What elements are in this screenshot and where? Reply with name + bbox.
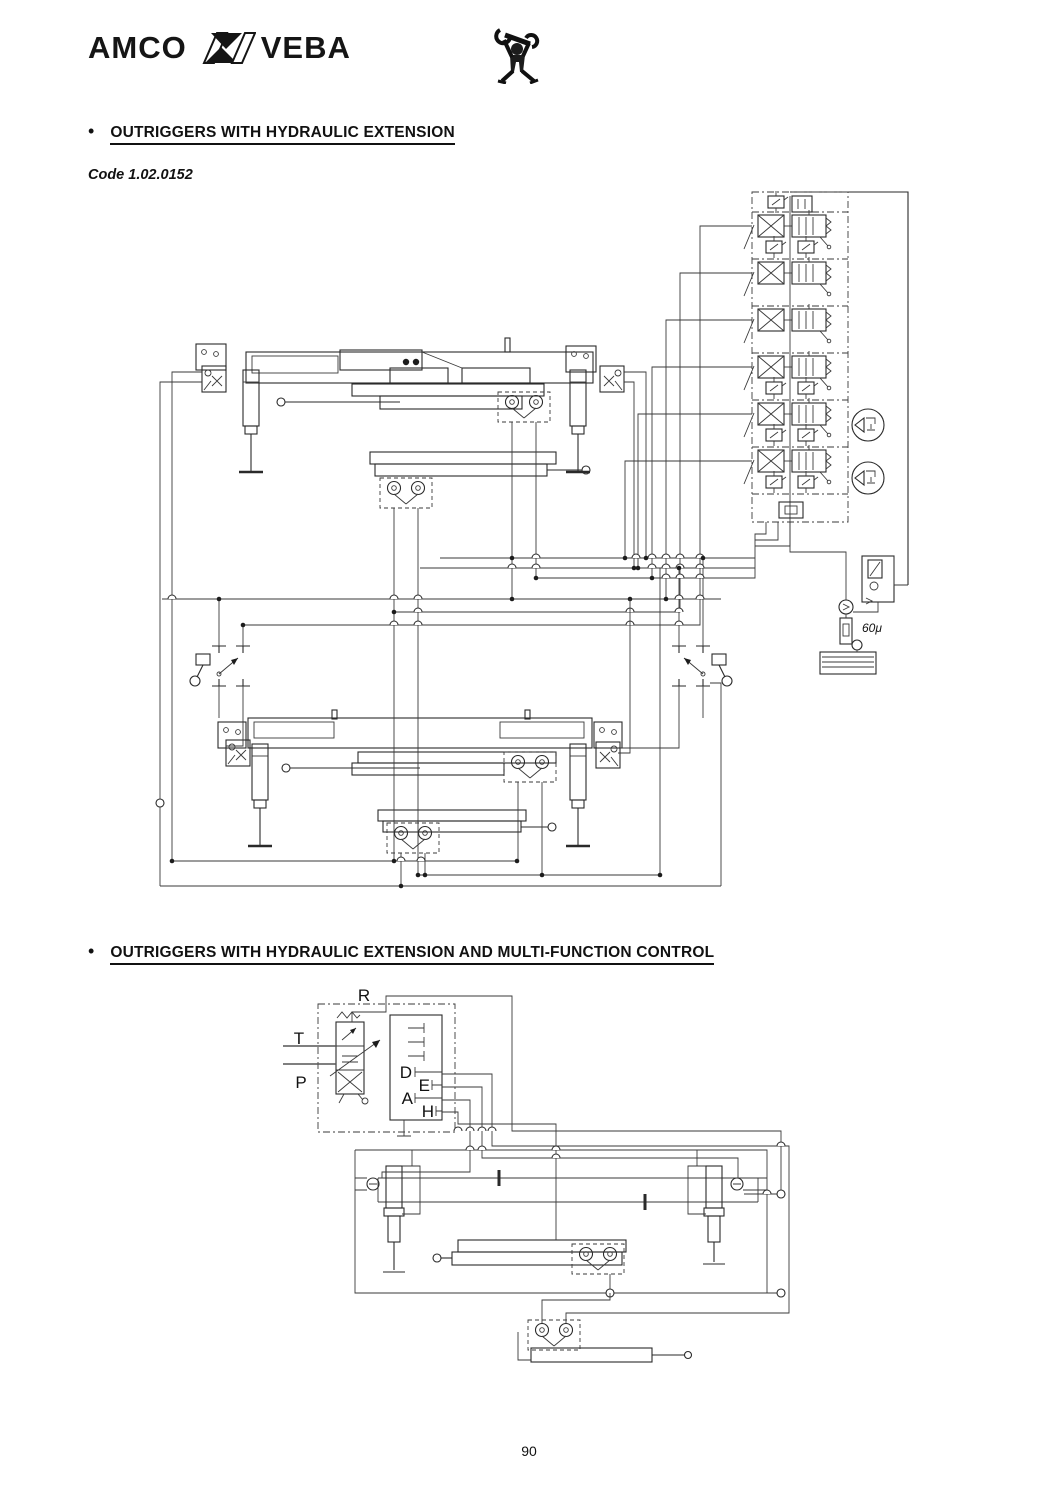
section1-heading: • OUTRIGGERS WITH HYDRAULIC EXTENSION (88, 122, 455, 145)
outrigger-circuit (354, 1149, 768, 1363)
relief-valve-icon (765, 423, 787, 447)
dual-check-valve-icon (386, 822, 440, 854)
junction-dots (169, 555, 706, 889)
mechanic-with-wrench-icon (494, 28, 540, 84)
relief-valve-icon (765, 376, 787, 400)
line-hops (167, 553, 705, 862)
multifunction-block (329, 1014, 443, 1137)
valve-section-icon (757, 303, 832, 344)
control-valve-bank (743, 190, 909, 585)
section1-code: Code 1.02.0152 (88, 167, 193, 183)
port-label-e: E (419, 1076, 430, 1095)
rotary-coupling-icon (851, 461, 885, 495)
dual-check-valve-icon (527, 1319, 581, 1351)
amco-veba-emblem-icon (202, 32, 256, 64)
valve-section-icon (757, 444, 832, 485)
relief-valve-icon (765, 235, 787, 259)
logo-text-amco: AMCO (88, 30, 187, 65)
filter-micron-label: 60μ (862, 621, 882, 635)
section2-title: OUTRIGGERS WITH HYDRAULIC EXTENSION AND … (110, 944, 715, 965)
rotary-coupling-icon (851, 408, 885, 442)
line-connector-icon (605, 1288, 615, 1298)
dual-check-valve-icon (379, 477, 433, 509)
stabilizer-cylinder-icon (237, 368, 265, 474)
port-label-r: R (358, 986, 370, 1005)
cylinder-lock-valve-icon (595, 741, 621, 769)
section2-heading: • OUTRIGGERS WITH HYDRAULIC EXTENSION AN… (88, 941, 715, 965)
relief-valve-icon (797, 470, 819, 494)
port-label-h: H (422, 1102, 434, 1121)
lower-extension-cylinders (281, 751, 557, 833)
stabilizer-cylinder-icon (564, 742, 592, 848)
lever-selector-valve-icon (671, 645, 733, 687)
valve-assembly-boundary (317, 1003, 456, 1133)
bullet-icon: • (88, 121, 95, 141)
stabilizer-cylinder-icon (564, 368, 592, 474)
page-number: 90 (521, 1443, 537, 1459)
valve-section-icon (757, 350, 832, 391)
stabilizer-cylinder-icon (246, 742, 274, 848)
supply-lines (283, 1045, 336, 1065)
relief-valve-icon (797, 423, 819, 447)
lower-outrigger-beam (217, 709, 623, 749)
filter-icon (851, 639, 863, 651)
upper-outrigger-beam (195, 337, 597, 384)
port-label-d: D (400, 1063, 412, 1082)
hydraulic-lines (155, 225, 791, 889)
relief-valve-icon (767, 190, 789, 214)
line-connector-icon (155, 798, 165, 808)
pump-tank-filter: 60μ (789, 522, 908, 675)
hydraulic-lines-2 (351, 995, 790, 1323)
upper-extension-cylinders (276, 383, 591, 477)
section1-title: OUTRIGGERS WITH HYDRAULIC EXTENSION (110, 124, 455, 145)
directional-control-valve (335, 1011, 369, 1105)
valve-section-icon (757, 256, 832, 297)
schematic-multi-function-control: R T P D E A H (283, 986, 790, 1363)
port-label-t: T (294, 1029, 304, 1048)
amco-veba-logo: AMCO VEBA (88, 30, 351, 66)
bullet-icon: • (88, 941, 95, 961)
line-connector-icon (776, 1189, 786, 1199)
line-connector-icon (776, 1288, 786, 1298)
cylinder-lock-valve-icon (599, 365, 625, 393)
schematic-outriggers-hydraulic-extension: 60μ (155, 190, 909, 889)
valve-section-icon (757, 397, 832, 438)
relief-valve-icon (797, 235, 819, 259)
relief-valve-icon (797, 376, 819, 400)
port-label-p: P (295, 1073, 306, 1092)
valve-section-icon (757, 209, 832, 250)
relief-valve-icon (765, 470, 787, 494)
logo-text-veba: VEBA (260, 30, 351, 65)
dual-check-valve-icon (503, 751, 557, 783)
port-label-a: A (402, 1089, 414, 1108)
lever-selector-valve-icon (189, 645, 251, 687)
dual-check-valve-icon (571, 1243, 625, 1275)
oil-tank-icon (819, 651, 877, 675)
